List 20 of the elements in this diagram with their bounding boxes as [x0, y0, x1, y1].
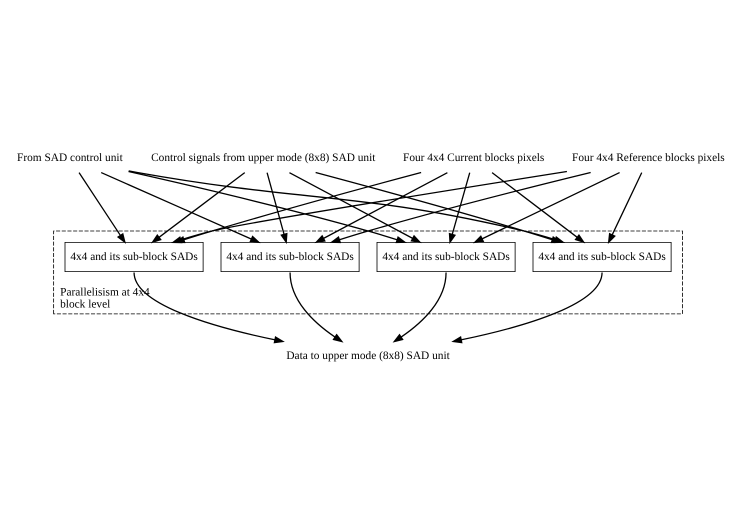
arrow	[289, 272, 344, 342]
node-box: 4x4 and its sub-block SADs	[64, 241, 204, 272]
arrow	[266, 172, 288, 244]
node-box: 4x4 and its sub-block SADs	[376, 241, 516, 272]
node-text: Data to upper mode (8x8) SAD unit	[286, 350, 450, 362]
node-box: 4x4 and its sub-block SADs	[220, 241, 360, 272]
arrow	[448, 172, 470, 244]
arrow	[78, 172, 126, 244]
arrow	[314, 172, 448, 243]
arrow	[608, 172, 642, 244]
node-text: Control signals from upper mode (8x8) SAD unit	[151, 151, 376, 164]
arrow	[451, 272, 603, 343]
node-box: 4x4 and its sub-block SADs	[532, 241, 672, 272]
node-text: Four 4x4 Current blocks pixels	[403, 151, 544, 164]
arrow	[315, 171, 562, 243]
arrow	[133, 272, 285, 343]
arrow	[392, 272, 447, 342]
node-text: Four 4x4 Reference blocks pixels	[572, 151, 725, 164]
node-text: From SAD control unit	[17, 151, 123, 164]
arrow	[289, 172, 422, 243]
